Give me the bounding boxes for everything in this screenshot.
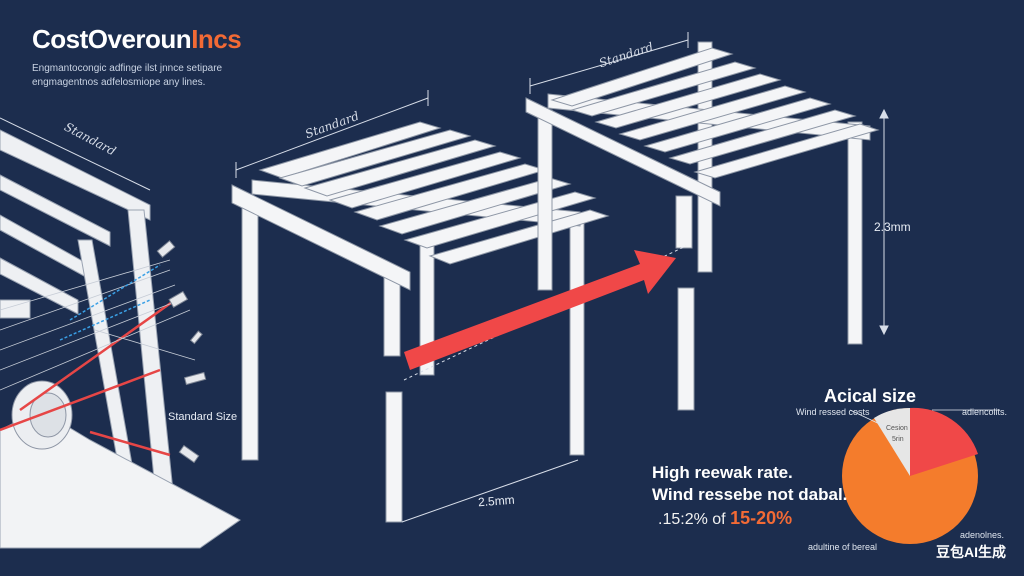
pct-prefix: .15:2% of: [658, 511, 726, 528]
watermark: 豆包AI生成: [936, 544, 1006, 560]
page-subtitle: Engmantocongic adfinge ilst jnnce setipa…: [32, 62, 272, 90]
connector-dashes: [59, 264, 161, 341]
label-width-dimension: 2.5mm: [477, 492, 516, 510]
pie-label-inner-2: 5rin: [892, 436, 904, 443]
pie-slice-grey: [874, 407, 910, 476]
pie-label-left: Wind ressed costs: [796, 407, 870, 417]
middle-pergola: [231, 121, 610, 461]
pct-highlight: 15-20%: [730, 508, 793, 528]
pie-label-inner-1: Cesion: [886, 425, 908, 432]
middle-post-lower: [385, 391, 403, 523]
subtitle-line-1: Engmantocongic adfinge ilst jnnce setipa…: [32, 63, 223, 74]
hardware-pieces: [156, 240, 207, 464]
arrow-indicator: [404, 250, 676, 370]
pie-label-bottom: adultine of bereal: [808, 542, 878, 552]
percentage-text: .15:2% of 15-20%: [658, 508, 792, 529]
pie-label-bottom-right: adenolnes.: [960, 530, 1005, 540]
stat-line-1: High reewak rate.: [652, 463, 793, 482]
thin-lines: [0, 259, 196, 391]
left-pergola: [0, 129, 177, 521]
stats-block: High reewak rate. Wind ressebe not dabal…: [652, 462, 847, 506]
wires: [0, 298, 176, 457]
pie-title: Acical size: [824, 386, 917, 406]
stat-line-2: Wind ressebe not dabal.: [652, 485, 848, 504]
pie-slice-red: [910, 407, 978, 476]
pie-label-right: adiencolits.: [962, 407, 1008, 417]
title-main: CostOveroun: [32, 24, 192, 54]
dimension-lines: [0, 32, 889, 523]
right-pergola: [525, 41, 880, 411]
title-accent: Incs: [191, 24, 242, 54]
subtitle-line-2: engmagentnos adfelosmiope any lines.: [32, 77, 206, 88]
label-standard-size: Standard Size: [168, 411, 238, 423]
label-height-dimension: 2.3mm: [874, 220, 911, 234]
page-title: CostOverounIncs: [32, 24, 242, 55]
pie-chart: [842, 407, 1000, 544]
